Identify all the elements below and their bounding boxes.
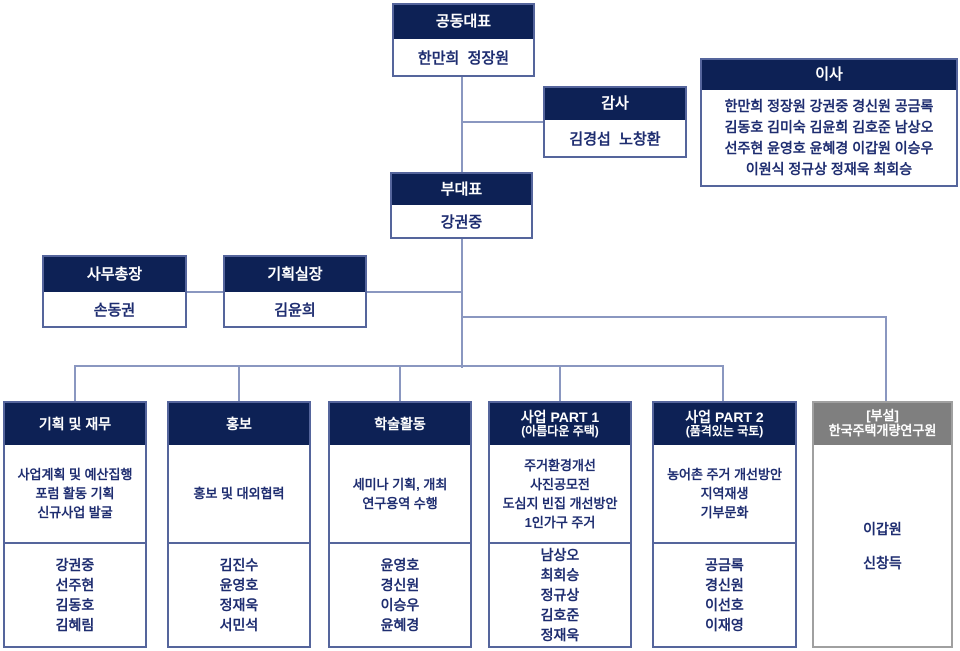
connector-down-research — [885, 316, 887, 402]
text-line: 홍보 및 대외협력 — [193, 486, 285, 501]
text-line: 신창득 — [863, 554, 902, 571]
connector-branch-research — [461, 316, 887, 318]
box-dept-project1-title: 사업 PART 1 — [520, 409, 600, 426]
text-line: 윤영호 — [380, 557, 420, 573]
text-line: 경신원 — [705, 577, 744, 593]
text-line: 사진공모전 — [530, 476, 590, 492]
text-line: 정재욱 — [540, 627, 580, 643]
box-dept-academic-title: 학술활동 — [330, 403, 470, 445]
text-line: 최회승 — [540, 567, 580, 583]
box-secretary-general-members: 손동권 — [93, 301, 136, 319]
box-auditor: 감사 김경섭 노창환 — [543, 86, 687, 158]
box-secretary-general: 사무총장 손동권 — [42, 255, 187, 328]
text-line: 지역재생 — [700, 486, 749, 501]
text-line: 도심지 빈집 개선방안 — [502, 495, 618, 511]
box-research-institute-title-line1: [부설] — [866, 408, 899, 424]
text-line: 김진수 — [219, 557, 259, 573]
box-research-institute-header: [부설] 한국주택개량연구원 — [814, 403, 951, 445]
text-line: 김혜림 — [55, 617, 95, 633]
text-line: 이선호 — [705, 597, 744, 613]
text-line: 강권중 — [55, 557, 95, 573]
text-line: 정규상 — [540, 587, 580, 603]
text-line: 기부문화 — [700, 505, 749, 520]
text-line: 김동호 김미숙 김윤희 김호준 남상오 — [724, 118, 934, 135]
text-line: 윤영호 — [219, 577, 259, 593]
box-dept-pr-title: 홍보 — [169, 403, 309, 445]
box-vice-ceo-title: 부대표 — [392, 174, 531, 205]
text-line: 이재영 — [705, 617, 744, 633]
text-line: 포럼 활동 기획 — [35, 486, 115, 501]
text-line: 김동호 — [55, 597, 95, 613]
text-line: 윤혜경 — [380, 617, 420, 633]
box-planning-director: 기획실장 김윤희 — [223, 255, 367, 328]
box-vice-ceo: 부대표 강권중 — [390, 172, 533, 239]
text-line: 한만희 정장원 강권중 경신원 공금록 — [724, 97, 934, 114]
box-auditor-members: 김경섭 노창환 — [569, 130, 661, 148]
text-line: 공금록 — [705, 557, 744, 573]
text-line: 남상오 — [540, 547, 580, 563]
box-vice-ceo-members: 강권중 — [440, 213, 483, 231]
box-auditor-title: 감사 — [545, 88, 685, 120]
connector-vice-to-distributor — [461, 238, 463, 368]
connector-to-auditor — [461, 121, 545, 123]
text-line: 이승우 — [380, 597, 420, 613]
box-planning-director-members: 김윤희 — [274, 301, 316, 319]
text-line: 정재욱 — [219, 597, 259, 613]
text-line: 경신원 — [380, 577, 420, 593]
connector-stub-dept1 — [74, 365, 76, 403]
connector-coceo-to-vice — [461, 76, 463, 174]
box-dept-planning-finance-title: 기획 및 재무 — [5, 403, 145, 445]
box-dept-pr-tasks: 홍보 및 대외협력 — [169, 445, 309, 544]
box-secretary-general-title: 사무총장 — [44, 257, 185, 292]
text-line: 이원식 정규상 정재욱 최회승 — [745, 160, 913, 177]
text-line: 주거환경개선 — [524, 457, 596, 473]
connector-stub-dept4 — [559, 365, 561, 403]
text-line: 1인가구 주거 — [524, 514, 596, 530]
box-dept-project1-subtitle: (아름다운 주택) — [521, 424, 599, 439]
box-research-institute-title-line2: 한국주택개량연구원 — [828, 423, 937, 438]
text-line: 선주현 윤영호 윤혜경 이갑원 이승우 — [724, 139, 934, 156]
text-line: 농어촌 주거 개선방안 — [667, 467, 782, 482]
text-line: 사업계획 및 예산집행 — [17, 467, 133, 482]
text-line: 선주현 — [55, 577, 95, 593]
text-line: 서민석 — [219, 617, 259, 633]
box-directors-title: 이사 — [702, 60, 956, 90]
connector-stub-dept3 — [399, 365, 401, 403]
text-line: 김호준 — [540, 607, 580, 623]
box-dept-project2-title: 사업 PART 2 — [685, 409, 764, 426]
box-dept-project2-subtitle: (품격있는 국토) — [685, 424, 764, 439]
connector-stub-dept5 — [722, 365, 724, 403]
box-dept-project2-header: 사업 PART 2 (품격있는 국토) — [654, 403, 795, 445]
box-co-ceo-title: 공동대표 — [394, 5, 533, 39]
connector-stub-dept2 — [238, 365, 240, 403]
text-line: 신규사업 발굴 — [37, 505, 113, 520]
box-co-ceo-members: 한만희 정장원 — [417, 49, 510, 67]
box-co-ceo: 공동대표 한만희 정장원 — [392, 3, 535, 77]
text-line: 이갑원 — [863, 520, 902, 537]
box-dept-project1-header: 사업 PART 1 (아름다운 주택) — [490, 403, 630, 445]
text-line: 세미나 기획, 개최 — [352, 476, 448, 492]
text-line: 연구용역 수행 — [362, 495, 438, 511]
box-planning-director-title: 기획실장 — [225, 257, 365, 292]
